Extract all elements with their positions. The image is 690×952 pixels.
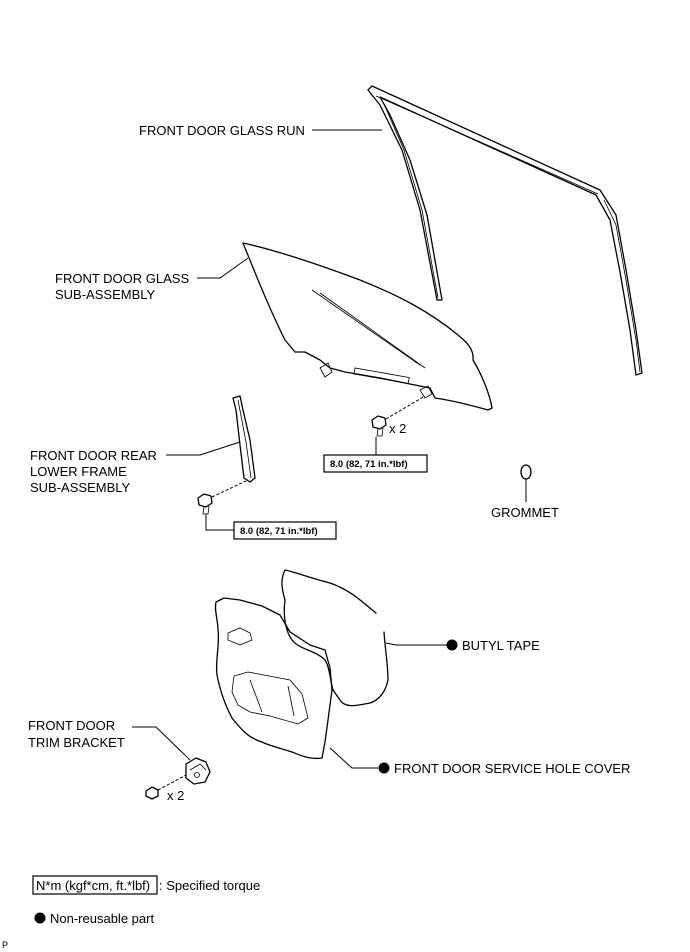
grommet-label: GROMMET xyxy=(491,505,559,520)
rear-frame-label-line1: FRONT DOOR REAR xyxy=(30,448,157,463)
frame-torque-value: 8.0 (82, 71 in.*lbf) xyxy=(240,526,318,537)
door-glass-label-line2: SUB-ASSEMBLY xyxy=(55,287,156,302)
butyl-tape-part xyxy=(281,569,389,707)
butyl-tape-label: BUTYL TAPE xyxy=(462,638,540,653)
glass-bolt-icon xyxy=(371,415,387,437)
bracket-screw-icon xyxy=(145,786,159,800)
rear-frame-leader xyxy=(166,441,241,456)
door-glass-label-line1: FRONT DOOR GLASS xyxy=(55,271,189,286)
service-hole-cover-leader xyxy=(329,747,378,769)
butyl-tape-nonreusable-icon xyxy=(446,639,458,651)
service-hole-cover-label: FRONT DOOR SERVICE HOLE COVER xyxy=(394,761,630,776)
legend-torque-units: N*m (kgf*cm, ft.*lbf) xyxy=(36,878,150,893)
trim-bracket-part xyxy=(185,757,211,785)
frame-bolt-icon xyxy=(197,493,213,515)
corner-code: P xyxy=(2,940,8,950)
rear-frame-label-line2: LOWER FRAME xyxy=(30,464,127,479)
service-hole-cover-nonreusable-icon xyxy=(378,762,390,774)
rear-lower-frame-part xyxy=(232,395,256,483)
glass-run-part xyxy=(367,85,643,376)
door-glass-leader xyxy=(197,257,249,279)
trim-bracket-label-line2: TRIM BRACKET xyxy=(28,735,125,750)
bracket-screw-dash xyxy=(157,774,187,791)
legend-torque-desc: : Specified torque xyxy=(159,878,260,893)
frame-bolt-dash xyxy=(211,479,249,498)
legend-nonreusable-label: Non-reusable part xyxy=(50,911,154,926)
legend-nonreusable-icon xyxy=(34,912,46,924)
frame-torque-box xyxy=(233,521,337,540)
glass-bolt-qty: x 2 xyxy=(389,421,406,436)
glass-torque-value: 8.0 (82, 71 in.*lbf) xyxy=(330,459,408,470)
glass-torque-box xyxy=(323,454,428,473)
grommet-icon xyxy=(520,464,532,480)
rear-frame-label-line3: SUB-ASSEMBLY xyxy=(30,480,131,495)
butyl-tape-leader xyxy=(385,642,447,646)
glass-run-label: FRONT DOOR GLASS RUN xyxy=(139,123,305,138)
door-glass-part xyxy=(242,242,493,411)
glass-bolt-dash xyxy=(385,395,426,420)
legend-torque-box xyxy=(32,875,158,895)
trim-bracket-leader xyxy=(132,726,191,761)
frame-torque-leader xyxy=(205,514,234,531)
bracket-screw-qty: x 2 xyxy=(167,788,184,803)
service-hole-cover-part xyxy=(214,597,333,760)
trim-bracket-label-line1: FRONT DOOR xyxy=(28,718,115,733)
